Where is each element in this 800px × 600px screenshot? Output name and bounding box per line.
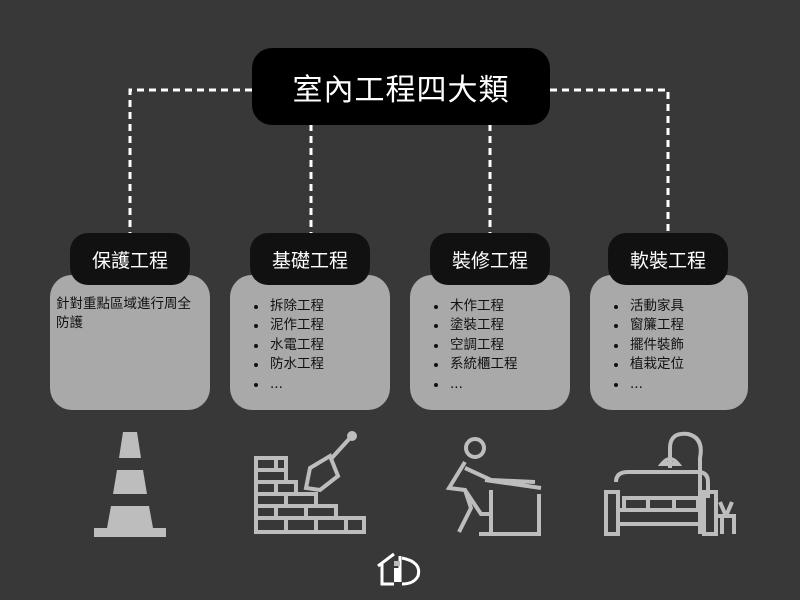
list-item: 空調工程 <box>434 336 570 355</box>
card-foundation: 拆除工程泥作工程水電工程防水工程... <box>230 275 390 410</box>
category-pill-foundation: 基礎工程 <box>250 233 370 285</box>
list-item: 防水工程 <box>254 355 390 374</box>
list-item: 擺件裝飾 <box>614 336 748 355</box>
description: 針對重點區域進行周全防護 <box>56 296 191 331</box>
list-item: 窗簾工程 <box>614 316 748 335</box>
card-soft-furnishing: 活動家具窗簾工程擺件裝飾植栽定位... <box>590 275 748 410</box>
sofa-lamp-icon <box>604 431 736 536</box>
traffic-cone-icon <box>94 432 166 537</box>
card-protection: 針對重點區域進行周全防護 <box>50 275 210 410</box>
main-title: 室內工程四大類 <box>252 48 550 125</box>
brick-wall-trowel-icon <box>254 431 366 534</box>
list-item: 拆除工程 <box>254 297 390 316</box>
category-pill-protection: 保護工程 <box>70 233 190 285</box>
list-item: ... <box>254 375 390 394</box>
house-logo-icon <box>377 552 421 586</box>
list-item: 活動家具 <box>614 297 748 316</box>
carpenter-sawing-icon <box>445 437 542 536</box>
list-item: 泥作工程 <box>254 316 390 335</box>
category-pill-soft-furnishing: 軟裝工程 <box>608 233 728 285</box>
list-item: 水電工程 <box>254 336 390 355</box>
list-item: 植栽定位 <box>614 355 748 374</box>
list-item: 系統櫃工程 <box>434 355 570 374</box>
category-pill-renovation: 裝修工程 <box>430 233 550 285</box>
list-item: ... <box>614 375 748 394</box>
list-item: 木作工程 <box>434 297 570 316</box>
card-renovation: 木作工程塗裝工程空調工程系統櫃工程... <box>410 275 570 410</box>
list-item: 塗裝工程 <box>434 316 570 335</box>
list-item: ... <box>434 375 570 394</box>
